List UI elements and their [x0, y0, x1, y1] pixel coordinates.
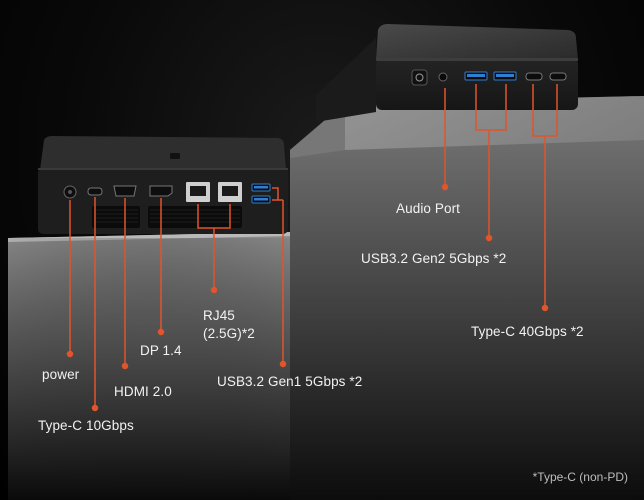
- callout-dp: DP 1.4: [140, 343, 182, 358]
- callout-usb-gen2: USB3.2 Gen2 5Gbps *2: [361, 251, 507, 266]
- mini-pc-top: [316, 24, 578, 122]
- callout-typec-10gbps: Type-C 10Gbps: [38, 418, 134, 433]
- callout-typec-40gbps: Type-C 40Gbps *2: [471, 324, 584, 339]
- mini-pc-left: [38, 136, 288, 234]
- typec-port-icon: [549, 72, 567, 81]
- dp-port-icon: [149, 185, 173, 197]
- footnote: *Type-C (non-PD): [532, 470, 628, 484]
- typec-port-icon: [525, 72, 543, 81]
- pedestal-front: [8, 232, 290, 500]
- callout-usb-gen1: USB3.2 Gen1 5Gbps *2: [217, 374, 363, 389]
- callout-hdmi: HDMI 2.0: [114, 384, 172, 399]
- pedestal-back: [290, 96, 644, 500]
- callout-rj45: RJ45 (2.5G)*2: [203, 308, 255, 341]
- callout-lines: [66, 84, 558, 412]
- power-button-icon: [411, 69, 428, 86]
- callout-audio-port: Audio Port: [396, 201, 461, 216]
- audio-jack-icon: [438, 72, 448, 82]
- hdmi-port-icon: [113, 185, 137, 197]
- callout-power: power: [42, 367, 80, 382]
- typec-port-icon: [87, 187, 103, 196]
